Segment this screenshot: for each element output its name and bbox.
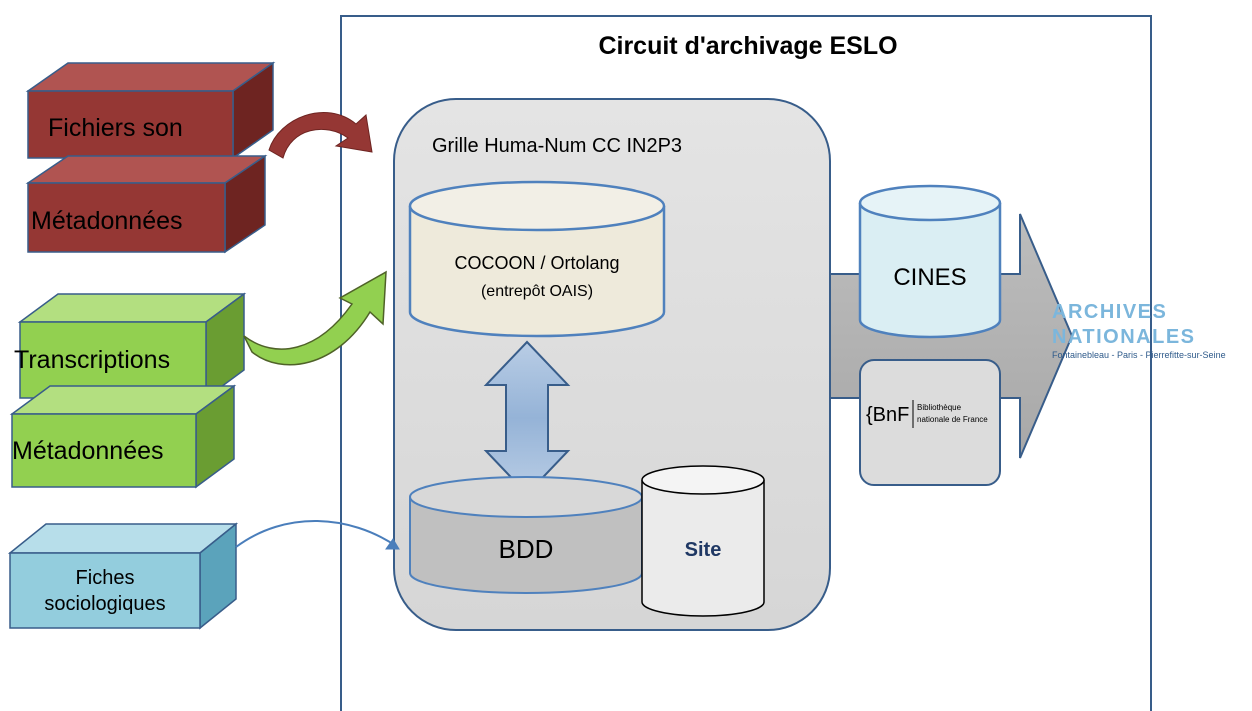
- cines-label: CINES: [893, 264, 966, 291]
- socio-to-bdd-arrowhead: [385, 538, 400, 550]
- bnf-box: {BnF Bibliothèque nationale de France: [859, 359, 1001, 486]
- cines-cylinder: CINES: [858, 184, 1002, 339]
- diagram-title: Circuit d'archivage ESLO: [598, 32, 897, 60]
- site-label: Site: [685, 539, 722, 561]
- sound-metadata-box: Métadonnées: [25, 154, 268, 254]
- transcription-metadata-label: Métadonnées: [12, 437, 164, 465]
- cocoon-label: COCOON / Ortolang: [454, 253, 619, 273]
- sound-files-label: Fichiers son: [48, 114, 183, 142]
- socio-sheets-box: Fiches sociologiques: [7, 522, 239, 630]
- circuit-frame: [340, 15, 1152, 711]
- cocoon-cylinder: COCOON / Ortolang (entrepôt OAIS): [408, 180, 666, 338]
- bnf-name-line1: Bibliothèque: [917, 403, 962, 412]
- archives-nationales-logo: ARCHIVES NATIONALES Fontainebleau - Pari…: [1052, 301, 1226, 360]
- archives-line2: NATIONALES: [1052, 326, 1196, 348]
- transcriptions-label: Transcriptions: [14, 346, 170, 374]
- sound-to-grid-arrow: [268, 112, 373, 159]
- transcription-metadata-box: Métadonnées: [9, 384, 237, 489]
- bdd-label: BDD: [499, 534, 554, 564]
- transcriptions-box: Transcriptions: [14, 292, 247, 400]
- bdd-cylinder: BDD: [409, 476, 643, 594]
- sound-files-box: Fichiers son: [25, 61, 276, 160]
- socio-to-bdd-arrow: [235, 520, 397, 548]
- bnf-logo: {BnF: [866, 404, 909, 426]
- grid-label: Grille Huma-Num CC IN2P3: [432, 135, 682, 157]
- site-cylinder: Site: [641, 465, 765, 617]
- socio-sheets-label-line1: Fiches: [76, 567, 135, 589]
- bnf-name-line2: nationale de France: [917, 415, 988, 424]
- archives-sub: Fontainebleau - Paris - Pierrefitte-sur-…: [1052, 350, 1226, 360]
- sound-metadata-label: Métadonnées: [31, 207, 183, 235]
- archives-line1: ARCHIVES: [1052, 301, 1167, 323]
- cocoon-sublabel: (entrepôt OAIS): [481, 283, 593, 300]
- transcriptions-to-cocoon-arrow: [243, 270, 387, 366]
- socio-sheets-label-line2: sociologiques: [44, 593, 165, 615]
